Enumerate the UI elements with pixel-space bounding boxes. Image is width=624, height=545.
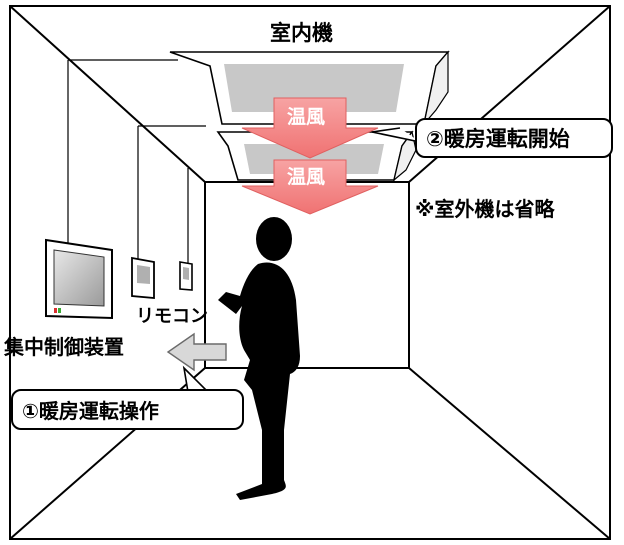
person-head [256, 217, 292, 261]
step1-callout [11, 365, 244, 430]
central-controller-led-red [54, 308, 57, 313]
remote-controller-2 [179, 261, 193, 291]
step1-label: ①暖房運転操作 [22, 399, 159, 423]
remote-controller-2-screen [183, 267, 189, 280]
step1-callout-box [11, 389, 244, 430]
room-outer-frame [9, 5, 611, 540]
remote-controller-1 [131, 256, 155, 299]
outdoor-unit-note: ※室外機は省略 [415, 197, 555, 221]
room-edge-top-left [9, 5, 206, 183]
central-controller-label: 集中制御装置 [3, 335, 124, 359]
central-controller-led-green [58, 308, 61, 313]
step2-label: ②暖房運転開始 [426, 127, 570, 151]
central-controller-screen [53, 249, 105, 307]
indoor-unit-upper-panel [224, 64, 404, 112]
warm-air-arrow-upper [241, 97, 379, 159]
person-silhouette [218, 217, 300, 500]
wall-wiring [67, 59, 206, 266]
central-controller [45, 238, 113, 320]
room-edge-bottom-right [408, 367, 611, 540]
remote-controller-1-screen [137, 265, 150, 284]
indoor-unit-label: 室内機 [270, 21, 333, 45]
person-body [218, 262, 300, 500]
warm-air-arrow-lower [241, 159, 379, 215]
step1-callout-pointer [182, 365, 209, 393]
controller-arrow-shape [166, 332, 227, 372]
indoor-unit-upper-side [423, 50, 449, 125]
remote-label: リモコン [136, 306, 208, 327]
step2-callout-box [415, 118, 613, 158]
warm-air-label-lower: 温風 [287, 166, 325, 188]
warm-air-arrow-upper-shape [241, 97, 379, 159]
controller-arrow [166, 332, 227, 372]
step2-callout-pointer [371, 127, 421, 143]
step2-callout [371, 118, 613, 158]
warm-air-arrow-lower-shape [241, 159, 379, 215]
warm-air-label-upper: 温風 [287, 106, 325, 128]
